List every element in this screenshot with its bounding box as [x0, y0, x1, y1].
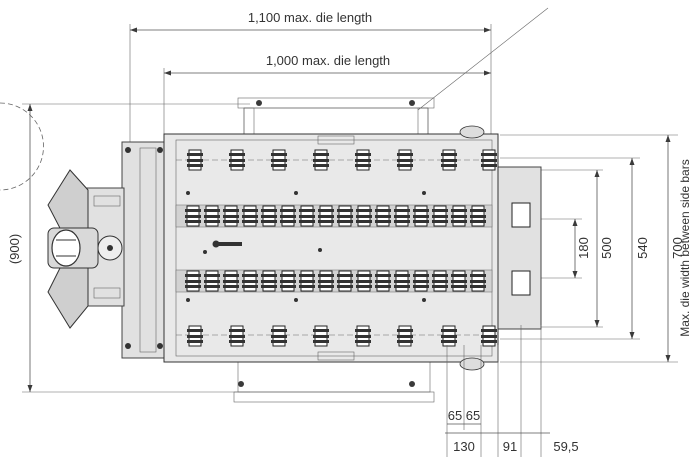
- swing-radius-arc: [0, 102, 44, 191]
- clamp-block: [185, 205, 201, 227]
- clamp-block: [397, 149, 413, 171]
- label-dim-180: 180: [576, 237, 591, 259]
- clamp-block: [394, 205, 410, 227]
- clamp-block: [441, 325, 457, 347]
- clamp-block: [313, 325, 329, 347]
- clamp-block: [451, 270, 467, 292]
- clamp-block: [432, 270, 448, 292]
- die-changer-arm: [47, 147, 163, 349]
- clamp-block: [204, 205, 220, 227]
- left-side-rail: [139, 147, 157, 353]
- clamp-block: [356, 205, 372, 227]
- clamp-block: [187, 149, 203, 171]
- clamp-block: [261, 270, 277, 292]
- label-side-bar-width: Max. die width between side bars: [678, 159, 692, 336]
- clamp-block: [185, 270, 201, 292]
- clamp-block: [242, 270, 258, 292]
- clamp-block: [432, 205, 448, 227]
- clamp-block: [242, 205, 258, 227]
- left-side-bar: [121, 141, 165, 359]
- clamp-block: [318, 270, 334, 292]
- label-dim-130: 130: [453, 439, 475, 454]
- clamp-block: [229, 325, 245, 347]
- clamp-block: [337, 205, 353, 227]
- clamp-block: [280, 270, 296, 292]
- table-inner-frame: [175, 139, 493, 357]
- label-dim-59-5: 59,5: [553, 439, 578, 454]
- label-max-die-length-1100: 1,100 max. die length: [248, 10, 372, 25]
- label-dim-65a: 65: [448, 408, 462, 423]
- clamp-array: [185, 149, 497, 347]
- clamp-block: [261, 205, 277, 227]
- wheel-bottom: [459, 357, 485, 371]
- top-notch: [317, 135, 355, 145]
- clamp-block: [375, 270, 391, 292]
- clamp-block: [187, 325, 203, 347]
- dimension-900: (900): [7, 103, 250, 393]
- bolster-table: [163, 133, 499, 363]
- right-clamp-top: [511, 202, 531, 228]
- clamp-block: [271, 325, 287, 347]
- label-dim-700: 700: [670, 237, 685, 259]
- clamp-block: [470, 270, 486, 292]
- clamp-block: [441, 149, 457, 171]
- clamp-block: [280, 205, 296, 227]
- clamp-block: [375, 205, 391, 227]
- clamp-block: [223, 205, 239, 227]
- label-dim-540: 540: [635, 237, 650, 259]
- clamp-block: [204, 270, 220, 292]
- clamp-block: [337, 270, 353, 292]
- leader-line: [417, 7, 549, 111]
- bottom-dimensions: 65 65 130 91 59,5: [445, 325, 579, 457]
- locating-rod: [214, 242, 242, 246]
- clamp-block: [313, 149, 329, 171]
- clamp-block: [481, 325, 497, 347]
- clamp-block: [223, 270, 239, 292]
- label-dim-91: 91: [503, 439, 517, 454]
- clamp-block: [397, 325, 413, 347]
- bottom-notch: [317, 351, 355, 361]
- wheel-top: [459, 125, 485, 139]
- clamp-block: [229, 149, 245, 171]
- label-height-900: (900): [7, 234, 22, 264]
- clamp-block: [470, 205, 486, 227]
- clamp-block: [394, 270, 410, 292]
- label-dim-500: 500: [599, 237, 614, 259]
- right-clamp-bottom: [511, 270, 531, 296]
- clamp-block: [271, 149, 287, 171]
- label-max-die-length-1000: 1,000 max. die length: [266, 53, 390, 68]
- dimension-1100: 1,100 max. die length: [129, 10, 492, 150]
- clamp-block: [356, 270, 372, 292]
- top-carriage: [237, 97, 435, 137]
- clamp-block: [355, 149, 371, 171]
- clamp-block: [413, 270, 429, 292]
- bottom-carriage: [233, 361, 435, 403]
- label-dim-65b: 65: [466, 408, 480, 423]
- clamp-block: [451, 205, 467, 227]
- clamp-block: [299, 205, 315, 227]
- clamp-block: [318, 205, 334, 227]
- clamp-block: [481, 149, 497, 171]
- dimension-1000: 1,000 max. die length: [163, 53, 491, 140]
- clamp-block: [299, 270, 315, 292]
- clamp-block: [413, 205, 429, 227]
- clamp-block: [355, 325, 371, 347]
